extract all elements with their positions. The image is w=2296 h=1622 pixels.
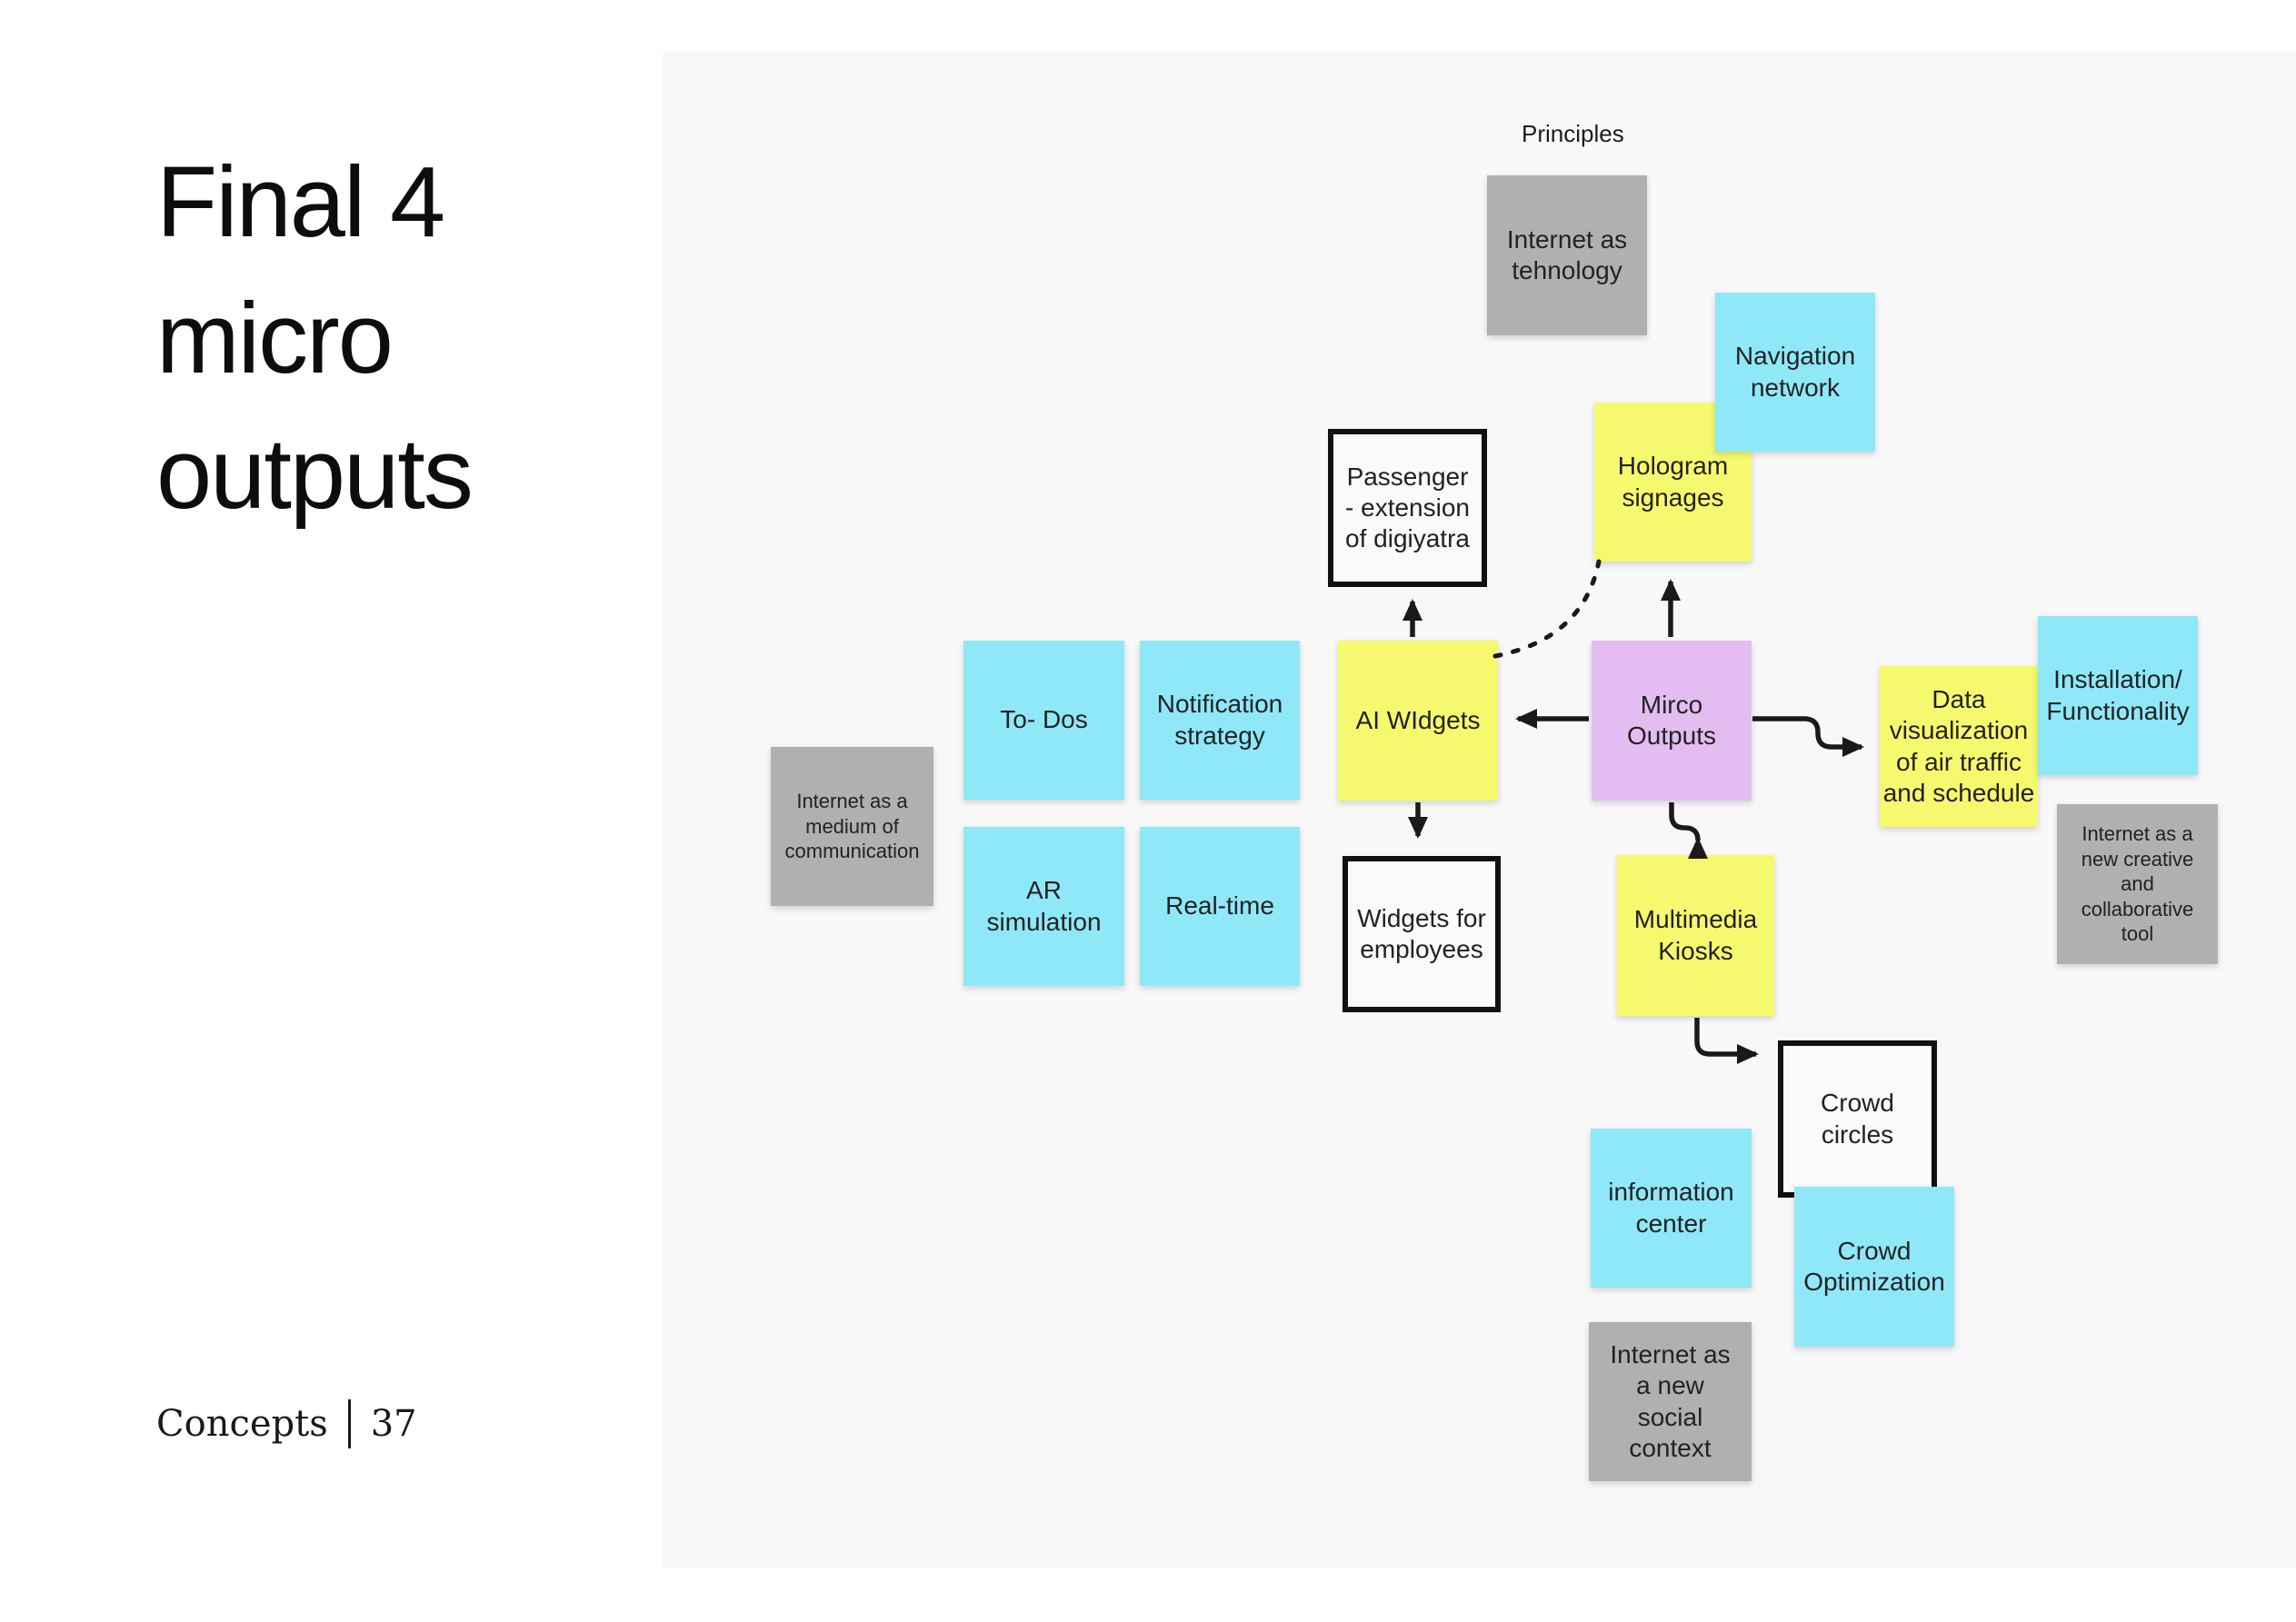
- sticky-note-internet-new-creative[interactable]: Internet as a new creative and collabora…: [2057, 804, 2218, 964]
- sticky-note-label: Internet as a new creative and collabora…: [2081, 822, 2194, 946]
- sticky-note-information-center[interactable]: information center: [1591, 1129, 1752, 1288]
- sticky-note-label: Navigation network: [1734, 342, 1856, 402]
- outline-box-label: Widgets for employees: [1357, 903, 1486, 963]
- outline-box-crowd-circles[interactable]: Crowd circles: [1778, 1040, 1937, 1198]
- sticky-note-label: Real-time: [1165, 891, 1274, 920]
- outline-box-widgets-for-employees[interactable]: Widgets for employees: [1343, 856, 1501, 1012]
- footer: Concepts 37: [156, 1399, 417, 1448]
- page-title-line: micro: [156, 282, 394, 394]
- sticky-note-label: Multimedia Kiosks: [1633, 905, 1758, 965]
- outline-box-label: Crowd circles: [1821, 1089, 1894, 1149]
- outline-box-passenger-extension[interactable]: Passenger - extension of digiyatra: [1328, 429, 1487, 587]
- page-title: Final 4 micro outputs: [156, 134, 474, 542]
- sticky-note-navigation-network[interactable]: Navigation network: [1715, 293, 1875, 452]
- sticky-note-label: Hologram signages: [1617, 452, 1729, 512]
- sticky-note-ar-simulation[interactable]: AR simulation: [963, 827, 1124, 986]
- sticky-note-internet-as-tehnology[interactable]: Internet as tehnology: [1487, 175, 1647, 335]
- outline-box-label: Passenger - extension of digiyatra: [1345, 462, 1470, 553]
- sticky-note-crowd-optimization[interactable]: Crowd Optimization: [1794, 1187, 1954, 1347]
- footer-section-label: Concepts: [156, 1403, 328, 1445]
- sticky-note-real-time[interactable]: Real-time: [1140, 827, 1300, 986]
- sticky-note-installation-functionality[interactable]: Installation/ Functionality: [2038, 616, 2198, 775]
- sticky-note-label: To- Dos: [1000, 705, 1088, 734]
- sticky-note-label: Mirco Outputs: [1626, 690, 1717, 750]
- sticky-note-label: AR simulation: [986, 876, 1102, 936]
- sticky-note-label: information center: [1608, 1178, 1734, 1238]
- footer-divider: [347, 1399, 351, 1448]
- sticky-note-label: Internet as a medium of communication: [784, 790, 920, 863]
- sticky-note-to-dos[interactable]: To- Dos: [963, 641, 1124, 800]
- board-label-principles[interactable]: Principles: [1522, 120, 1624, 147]
- page-title-line: Final 4: [156, 146, 445, 258]
- sticky-note-label: Notification strategy: [1156, 690, 1283, 750]
- sticky-note-label: Crowd Optimization: [1803, 1236, 1945, 1296]
- sticky-note-label: Installation/ Functionality: [2046, 665, 2190, 725]
- sticky-note-label: Data visualization of air traffic and sc…: [1882, 685, 2035, 807]
- sticky-note-multimedia-kiosks[interactable]: Multimedia Kiosks: [1617, 855, 1774, 1016]
- sticky-note-label: Internet as a new social context: [1610, 1340, 1731, 1462]
- footer-page-number: 37: [370, 1403, 417, 1445]
- sticky-note-notification-strategy[interactable]: Notification strategy: [1140, 641, 1300, 800]
- sticky-note-ai-widgets[interactable]: AI WIdgets: [1338, 641, 1498, 801]
- sticky-note-internet-medium-communication[interactable]: Internet as a medium of communication: [771, 747, 933, 906]
- sticky-note-internet-new-social[interactable]: Internet as a new social context: [1589, 1322, 1752, 1481]
- sticky-note-label: Internet as tehnology: [1506, 224, 1628, 284]
- sticky-note-mirco-outputs[interactable]: Mirco Outputs: [1592, 641, 1752, 801]
- page-title-line: outputs: [156, 418, 474, 531]
- sticky-note-label: AI WIdgets: [1355, 705, 1481, 734]
- sticky-note-data-visualization[interactable]: Data visualization of air traffic and sc…: [1880, 666, 2038, 827]
